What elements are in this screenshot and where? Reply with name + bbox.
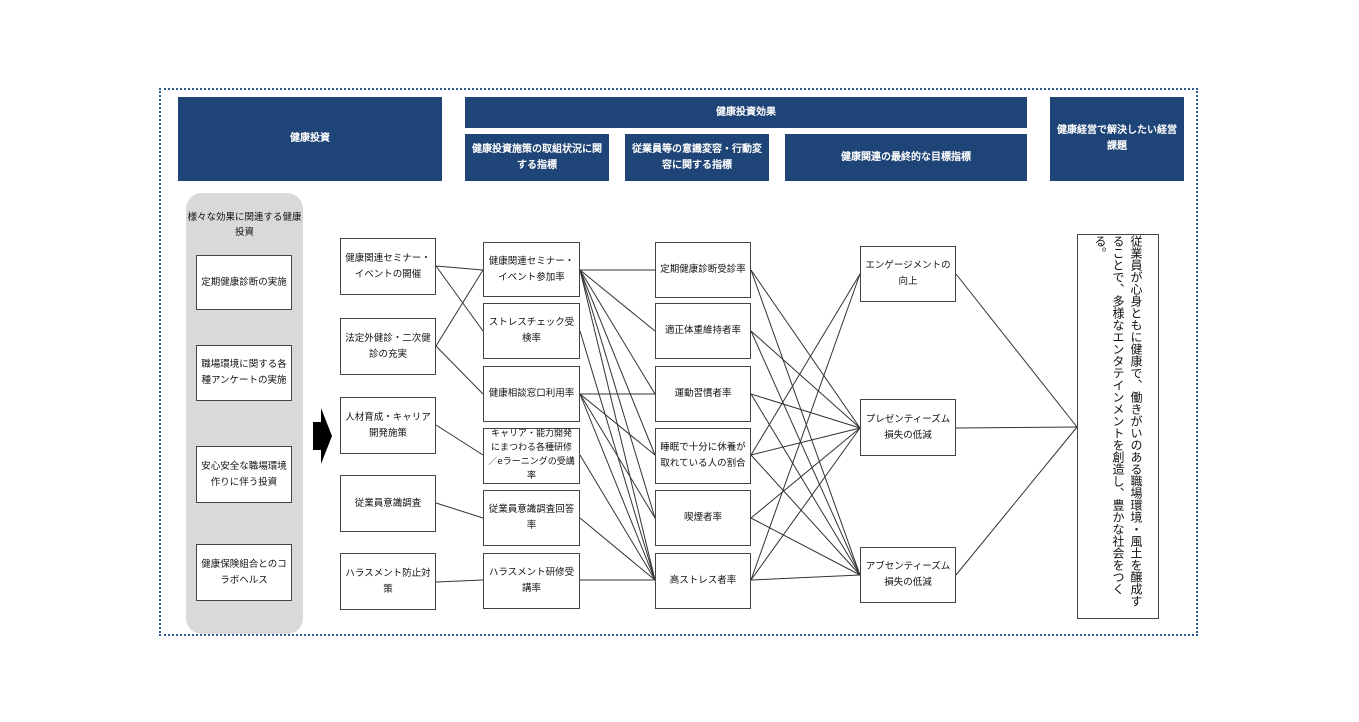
investment-item: 健康保険組合とのコラボヘルス	[196, 544, 292, 601]
investment-panel-title: 様々な効果に関連する健康投資	[187, 212, 302, 239]
status-metric-box: ハラスメント研修受講率	[483, 553, 580, 609]
management-goal-text: 従業員が心身ともに健康で、働きがいのある職場環境・風土を醸成することで、多様なエ…	[1093, 235, 1143, 607]
outer-frame	[159, 88, 1198, 636]
behavior-metric-box: 喫煙者率	[655, 490, 751, 546]
behavior-metric-box: 運動習慣者率	[655, 366, 751, 422]
header-kouka: 健康投資効果	[465, 97, 1027, 128]
investment-item: 定期健康診断の実施	[196, 255, 292, 310]
initiative-box: 従業員意識調査	[340, 475, 436, 532]
status-metric-box: キャリア・能力開発にまつわる各種研修／eラーニングの受講率	[483, 428, 580, 484]
header-ishiki: 従業員等の意識変容・行動変容に関する指標	[625, 134, 769, 181]
final-target-box: アブセンティーズム損失の低減	[860, 547, 956, 603]
initiative-box: 人材育成・キャリア開発施策	[340, 397, 436, 454]
behavior-metric-box: 睡眠で十分に休養が取れている人の割合	[655, 428, 751, 484]
initiative-box: 法定外健診・二次健診の充実	[340, 318, 436, 375]
status-metric-box: ストレスチェック受検率	[483, 303, 580, 359]
behavior-metric-box: 適正体重維持者率	[655, 303, 751, 359]
right-arrow-icon	[313, 408, 332, 464]
final-target-box: エンゲージメントの向上	[860, 246, 956, 302]
behavior-metric-box: 定期健康診断受診率	[655, 242, 751, 298]
status-metric-box: 健康関連セミナー・イベント参加率	[483, 242, 580, 297]
final-target-box: プレゼンティーズム損失の低減	[860, 399, 956, 456]
management-goal-box: 従業員が心身ともに健康で、働きがいのある職場環境・風土を醸成することで、多様なエ…	[1077, 234, 1159, 619]
initiative-box: 健康関連セミナー・イベントの開催	[340, 238, 436, 295]
status-metric-box: 健康相談窓口利用率	[483, 366, 580, 422]
behavior-metric-box: 高ストレス者率	[655, 553, 751, 609]
investment-item: 職場環境に関する各種アンケートの実施	[196, 345, 292, 401]
investment-item: 安心安全な職場環境作りに伴う投資	[196, 446, 292, 503]
status-metric-box: 従業員意識調査回答率	[483, 490, 580, 546]
initiative-box: ハラスメント防止対策	[340, 553, 436, 610]
header-kenko-toshi: 健康投資	[178, 97, 442, 181]
header-kadai: 健康経営で解決したい経営課題	[1050, 97, 1184, 181]
header-shisaku: 健康投資施策の取組状況に関する指標	[465, 134, 609, 181]
header-saishu: 健康関連の最終的な目標指標	[785, 134, 1027, 181]
